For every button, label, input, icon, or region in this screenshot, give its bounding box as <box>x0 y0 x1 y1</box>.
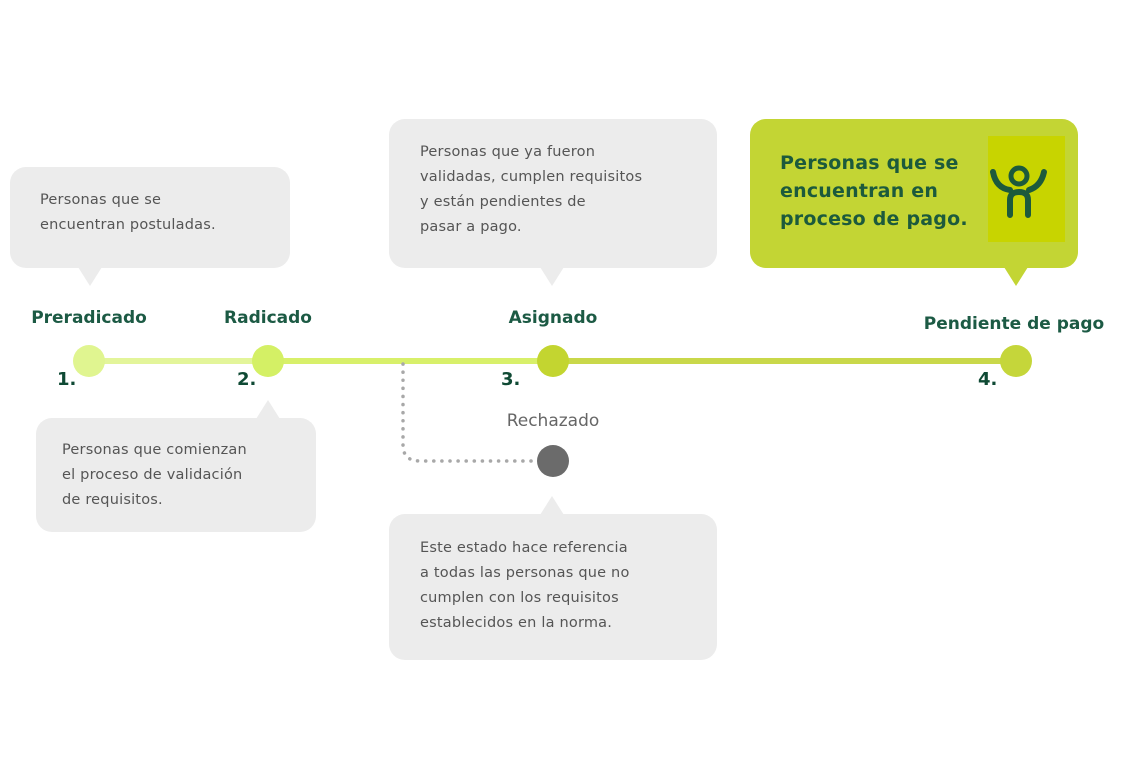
step-3-label: Asignado <box>508 308 598 328</box>
step-1-label: Preradicado <box>31 308 147 328</box>
text-line: Personas que se <box>40 192 162 208</box>
text-line: Personas que se <box>780 152 959 174</box>
text-line: y están pendientes de <box>420 194 586 210</box>
text-line: Este estado hace referencia <box>420 540 628 556</box>
rejected-node <box>537 445 569 477</box>
step-3-node <box>537 345 569 377</box>
step-4-description: Personas que se encuentran en proceso de… <box>750 119 1078 286</box>
step-1-node <box>73 345 105 377</box>
text-line: establecidos en la norma. <box>420 615 613 631</box>
text-line: encuentran en <box>780 180 939 202</box>
text-line: Personas que comienzan <box>62 442 247 458</box>
text-line: Personas que ya fueron <box>420 144 596 160</box>
step-2-label: Radicado <box>224 308 312 328</box>
step-4-node <box>1000 345 1032 377</box>
step-2-node <box>252 345 284 377</box>
text-line: de requisitos. <box>62 492 163 508</box>
text-line: proceso de pago. <box>780 208 968 230</box>
step-4-number: 4. <box>978 369 998 390</box>
text-line: a todas las personas que no <box>420 565 630 581</box>
text-line: validadas, cumplen requisitos <box>420 169 643 185</box>
step-4-label: Pendiente de pago <box>923 314 1105 334</box>
text-line: pasar a pago. <box>420 219 522 235</box>
rejected-dotted-connector <box>401 362 542 463</box>
rejected-label: Rechazado <box>506 411 600 431</box>
step-1-number: 1. <box>57 369 77 390</box>
step-2-description: Personas que comienzan el proceso de val… <box>36 400 316 532</box>
step-3-number: 3. <box>501 369 521 390</box>
rejected-description: Este estado hace referencia a todas las … <box>389 496 717 660</box>
step-1-description: Personas que se encuentran postuladas. <box>10 167 290 286</box>
text-line: el proceso de validación <box>62 467 243 483</box>
text-line: cumplen con los requisitos <box>420 590 619 606</box>
text-line: encuentran postuladas. <box>40 217 216 233</box>
step-2-number: 2. <box>237 369 257 390</box>
step-3-description: Personas que ya fueron validadas, cumple… <box>389 119 717 286</box>
person-arms-up-icon <box>988 136 1065 242</box>
